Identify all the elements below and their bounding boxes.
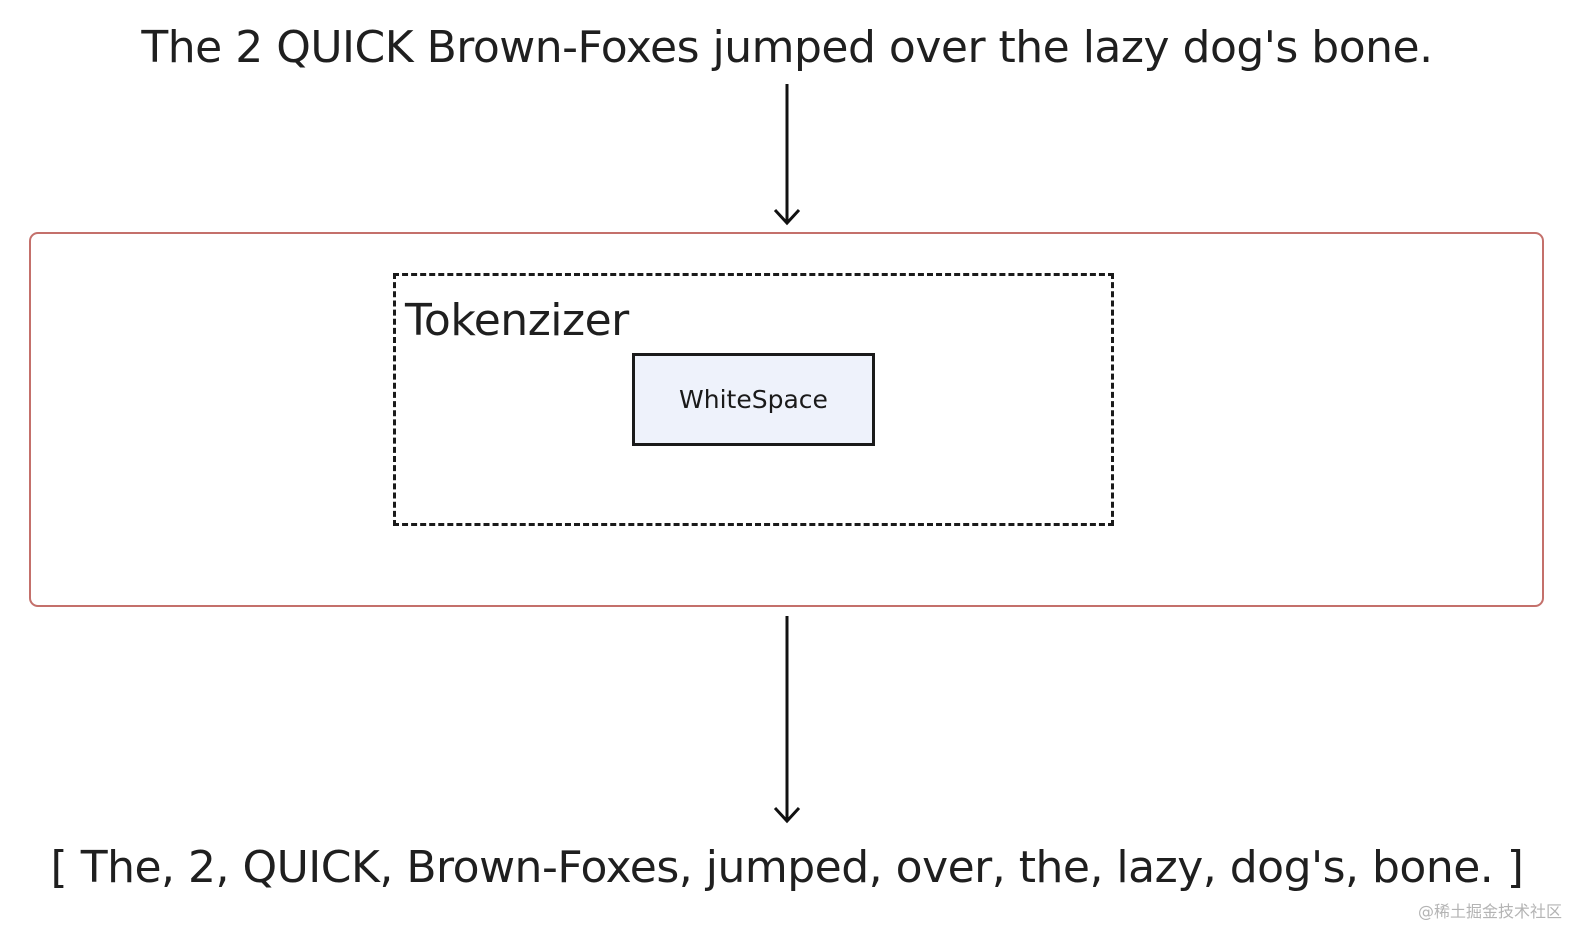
watermark: @稀土掘金技术社区	[1417, 902, 1562, 921]
arrow-down-icon	[773, 616, 801, 824]
output-tokens: [ The, 2, QUICK, Brown-Foxes, jumped, ov…	[50, 842, 1524, 893]
tokenizer-label: Tokenzizer	[405, 295, 629, 346]
tokenizer-box	[393, 273, 1114, 526]
arrow-down-icon	[773, 84, 801, 226]
whitespace-label: WhiteSpace	[679, 385, 828, 414]
whitespace-tokenizer-node: WhiteSpace	[632, 353, 875, 446]
analyzer-container	[29, 232, 1544, 607]
input-sentence: The 2 QUICK Brown-Foxes jumped over the …	[141, 22, 1433, 73]
